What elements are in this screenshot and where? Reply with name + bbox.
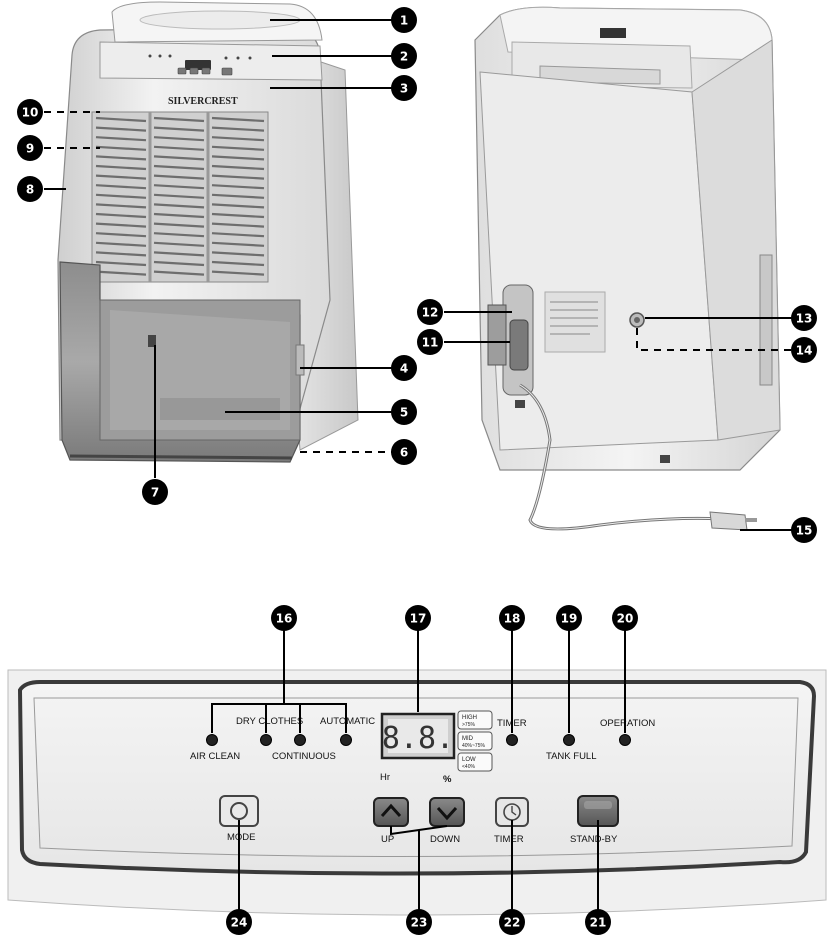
power-plug [709,511,748,531]
standby-label: STAND-BY [570,834,618,845]
callout-14: 14 [791,337,817,363]
callout-number: 18 [504,612,521,626]
callout-24: 24 [226,909,252,935]
down-button[interactable] [429,797,465,827]
unit-percent: % [443,774,452,785]
callout-18: 18 [499,605,525,631]
led-automatic [340,734,352,746]
leader-lines [44,19,792,910]
mode-icon [230,802,248,820]
callout-21: 21 [585,909,611,935]
callout-number: 6 [400,446,408,460]
humidity-low: LOW [462,757,476,763]
callout-number: 12 [422,306,439,320]
cord-holder [487,284,534,396]
chevron-down-icon [436,806,458,821]
callout-number: 11 [422,336,439,350]
callout-17: 17 [405,605,431,631]
callout-number: 22 [504,916,521,930]
callout-number: 1 [400,14,408,28]
callout-number: 9 [26,142,34,156]
label-dry-clothes: DRY CLOTHES [236,716,303,727]
callout-number: 4 [400,362,408,376]
callout-16: 16 [271,605,297,631]
callout-1: 1 [391,7,417,33]
up-label: UP [381,834,394,845]
callout-number: 17 [410,612,427,626]
led-continuous [294,734,306,746]
humidity-high: HIGH [462,715,477,721]
callout-4: 4 [391,355,417,381]
callout-number: 14 [796,344,813,358]
callout-number: 15 [796,524,813,538]
label-operation: OPERATION [600,718,655,729]
back-view [474,6,781,531]
chevron-up-icon [380,803,402,818]
callout-number: 5 [400,406,408,420]
callout-number: 19 [561,612,578,626]
mode-label: MODE [227,832,256,843]
led-operation [619,734,631,746]
callout-9: 9 [17,135,43,161]
callout-6: 6 [391,439,417,465]
air-outlet-grille [91,111,269,283]
callout-15: 15 [791,517,817,543]
callout-5: 5 [391,399,417,425]
callout-19: 19 [556,605,582,631]
label-automatic: AUTOMATIC [320,716,375,727]
label-tank-full: TANK FULL [546,751,597,762]
callout-number: 20 [617,612,634,626]
unit-hr: Hr [380,772,390,783]
label-continuous: CONTINUOUS [272,751,336,762]
callout-number: 21 [590,916,607,930]
front-view: SILVERCREST [57,1,359,463]
callout-11: 11 [417,329,443,355]
callout-22: 22 [499,909,525,935]
humidity-low-range: <40% [462,764,475,770]
up-button[interactable] [373,797,409,827]
led-air-clean [206,734,218,746]
callout-7: 7 [142,479,168,505]
led-timer [506,734,518,746]
down-label: DOWN [430,834,460,845]
humidity-high-range: >75% [462,722,475,728]
callout-number: 16 [276,612,293,626]
callout-number: 7 [151,486,159,500]
humidity-mid: MID [462,736,474,742]
callout-23: 23 [406,909,432,935]
brand-logo: SILVERCREST [168,96,238,107]
callout-3: 3 [391,75,417,101]
callout-20: 20 [612,605,638,631]
callout-8: 8 [17,176,43,202]
callout-12: 12 [417,299,443,325]
timer-label: TIMER [494,834,524,845]
callout-number: 10 [22,106,39,120]
display-digits: 8.8. [382,721,454,756]
led-tank-full [563,734,575,746]
callout-number: 3 [400,82,408,96]
label-air-clean: AIR CLEAN [190,751,240,762]
humidity-levels: HIGH >75% MID 40%~75% LOW <40% [457,710,493,772]
digital-display: 8.8. Hr % [380,712,456,785]
callout-number: 24 [231,916,248,930]
callout-10: 10 [17,99,43,125]
callout-number: 13 [796,312,813,326]
led-dry-clothes [260,734,272,746]
callout-number: 8 [26,183,34,197]
callout-2: 2 [391,43,417,69]
callout-number: 23 [411,916,428,930]
humidity-mid-range: 40%~75% [462,743,485,749]
callout-13: 13 [791,305,817,331]
callout-number: 2 [400,50,408,64]
